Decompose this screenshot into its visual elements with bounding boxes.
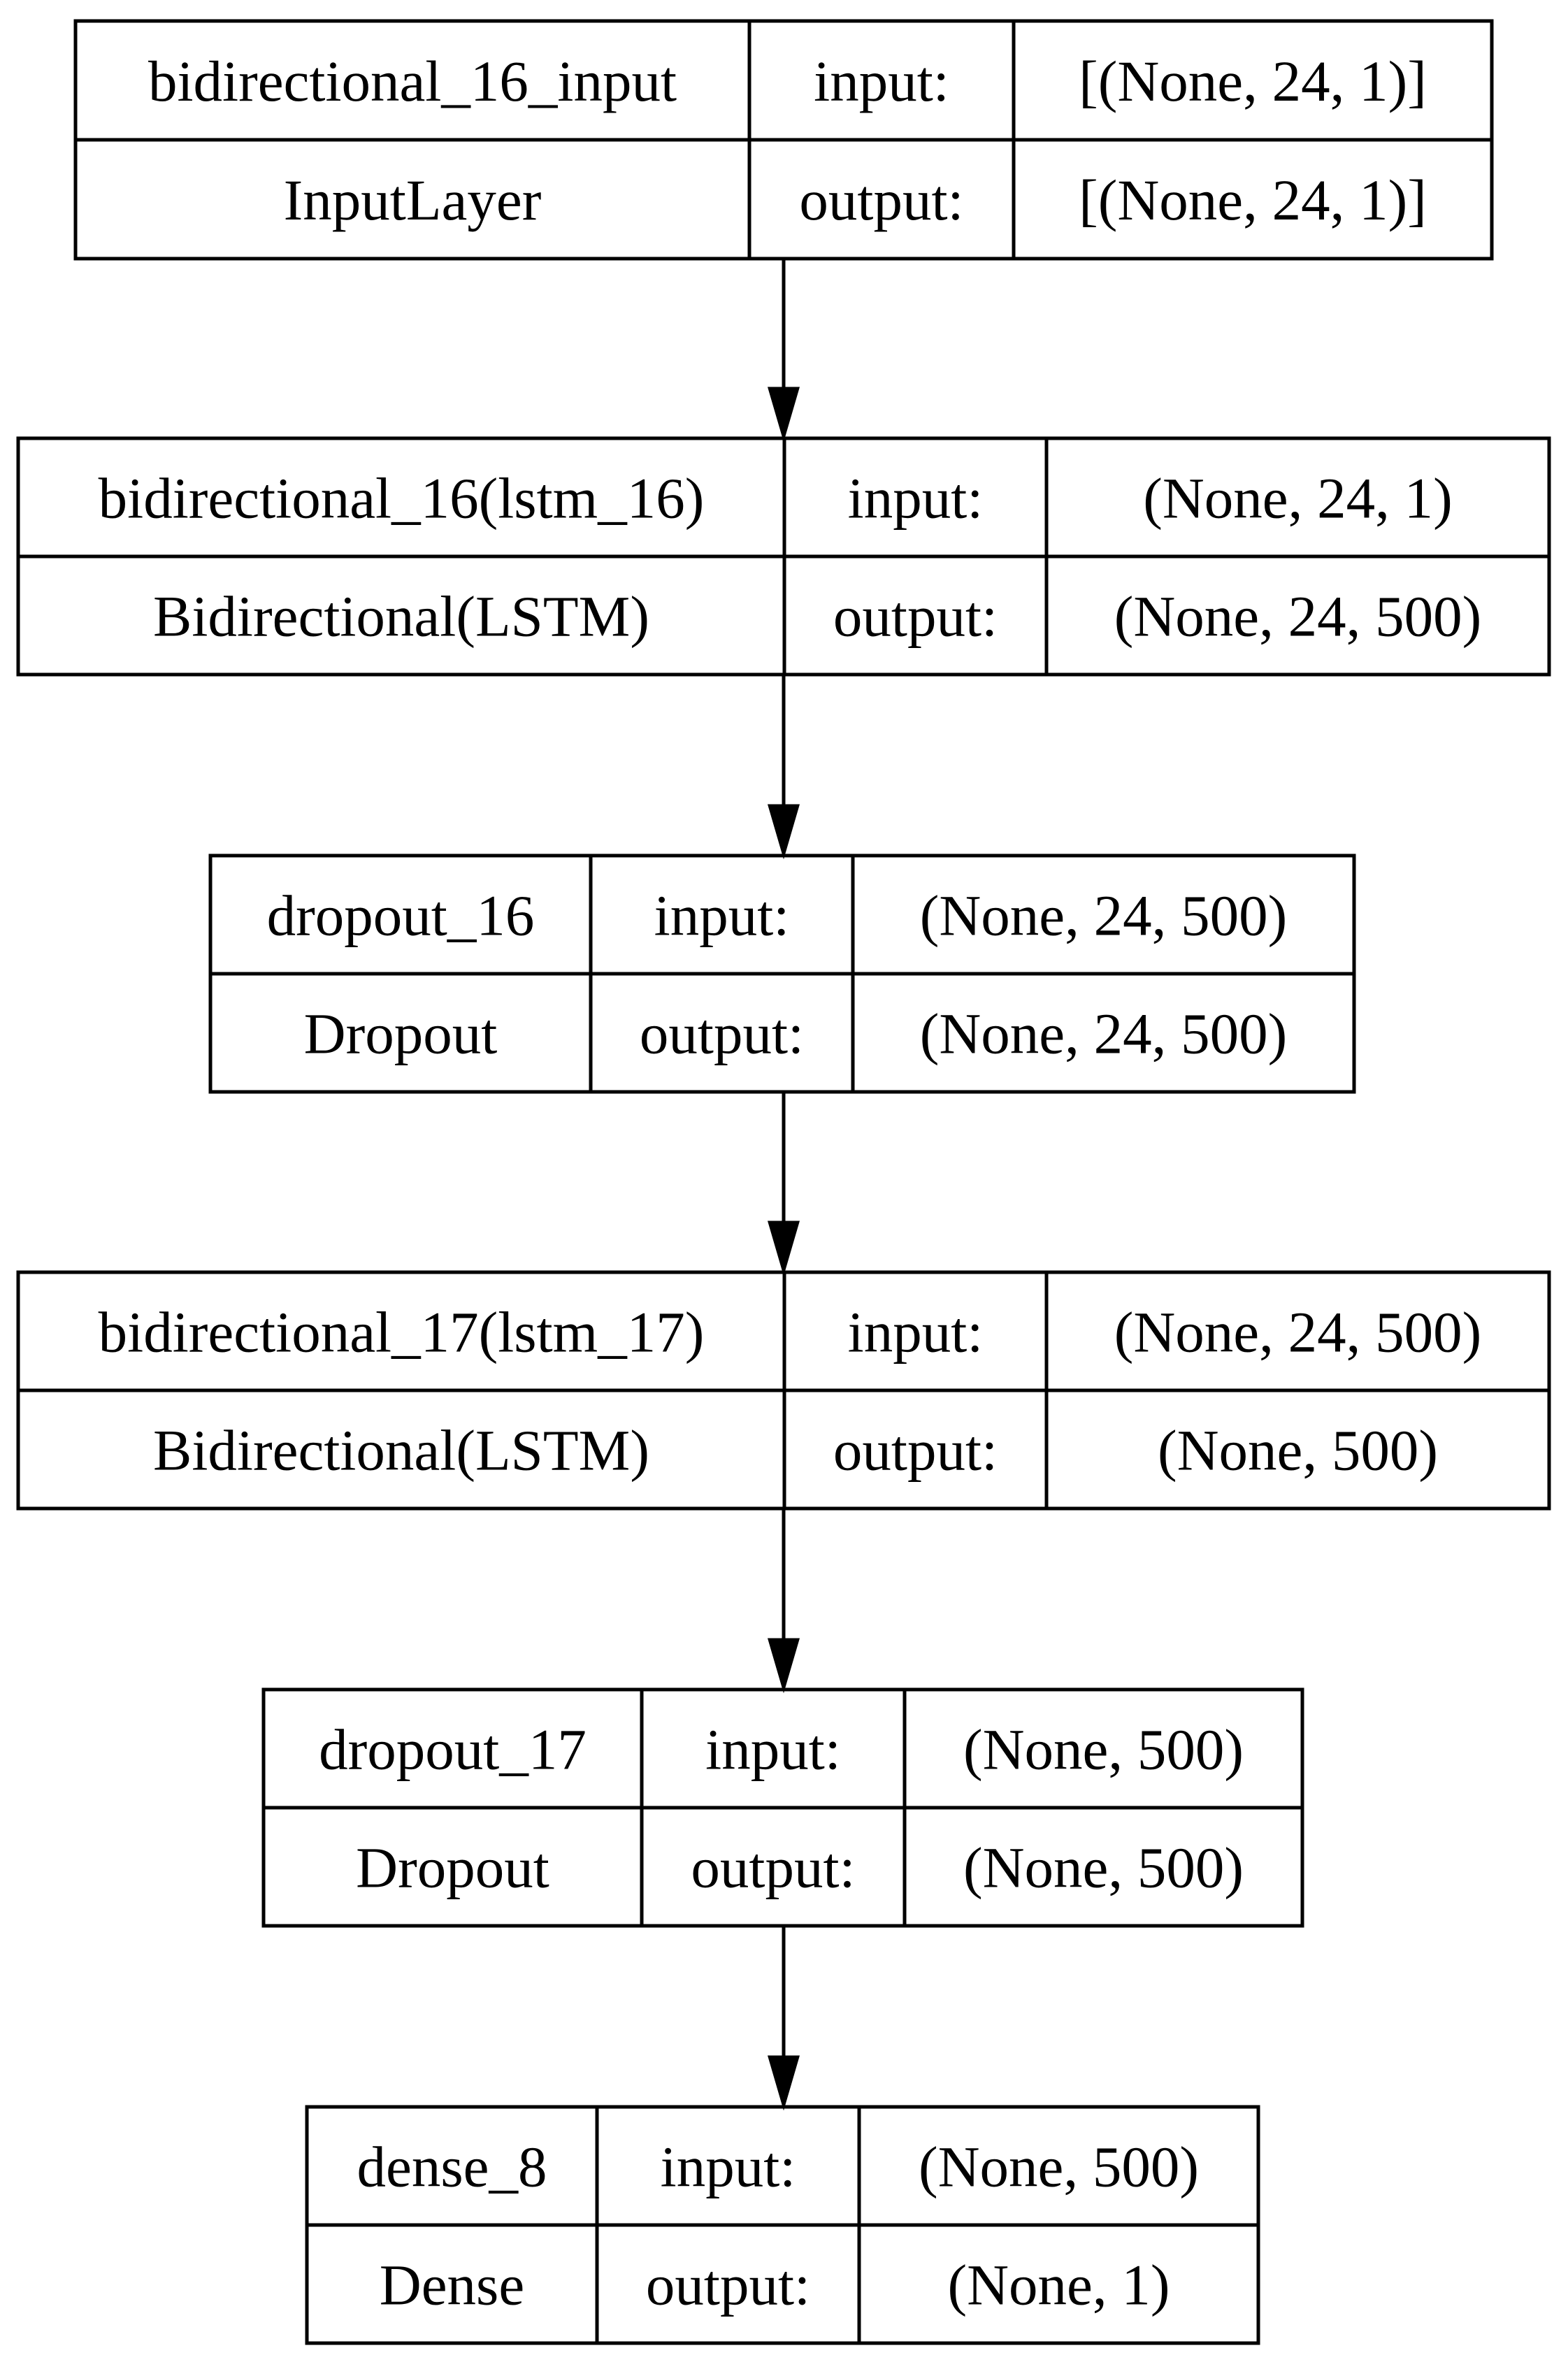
output-label: output: — [799, 168, 963, 232]
output-label: output: — [640, 1002, 804, 1066]
input-label: input: — [654, 884, 790, 948]
layer-type: Bidirectional(LSTM) — [153, 1418, 649, 1483]
output-label: output: — [833, 1418, 998, 1483]
input-label: input: — [814, 49, 949, 113]
output-shape: (None, 500) — [1158, 1418, 1438, 1483]
output-label: output: — [691, 1836, 855, 1900]
output-shape: (None, 500) — [963, 1836, 1244, 1900]
input-shape: (None, 24, 500) — [1114, 1300, 1482, 1364]
layer-type: Dropout — [304, 1002, 498, 1066]
edge-arrow — [768, 259, 800, 442]
output-shape: (None, 1) — [947, 2253, 1170, 2317]
output-shape: (None, 24, 500) — [920, 1002, 1288, 1066]
layer-name: bidirectional_17(lstm_17) — [99, 1300, 705, 1364]
output-shape: [(None, 24, 1)] — [1079, 168, 1427, 232]
input-shape: (None, 24, 500) — [920, 884, 1288, 948]
layer-type: Dropout — [356, 1836, 549, 1900]
edge-arrow — [768, 1508, 800, 1694]
input-shape: [(None, 24, 1)] — [1079, 49, 1427, 113]
arrowhead — [768, 387, 800, 442]
layer-name: dropout_17 — [319, 1718, 587, 1782]
arrowhead — [768, 804, 800, 860]
output-shape: (None, 24, 500) — [1114, 584, 1482, 649]
layer-type: InputLayer — [284, 168, 542, 232]
arrowhead — [768, 2055, 800, 2111]
layer-name: bidirectional_16_input — [148, 49, 677, 113]
layer-type: Dense — [380, 2253, 524, 2317]
input-shape: (None, 24, 1) — [1143, 466, 1453, 531]
arrowhead — [768, 1220, 800, 1276]
output-label: output: — [646, 2253, 810, 2317]
input-label: input: — [848, 1300, 984, 1364]
edge-arrow — [768, 1092, 800, 1276]
edge-arrow — [768, 675, 800, 860]
input-label: input: — [848, 466, 984, 531]
edge-arrow — [768, 1926, 800, 2111]
layer-name: dropout_16 — [267, 884, 535, 948]
layer-name: dense_8 — [357, 2135, 547, 2199]
input-label: input: — [661, 2135, 796, 2199]
layer-type: Bidirectional(LSTM) — [153, 584, 649, 649]
output-label: output: — [833, 584, 998, 649]
edges-group — [768, 259, 800, 2111]
input-label: input: — [705, 1718, 841, 1782]
input-shape: (None, 500) — [919, 2135, 1199, 2199]
layer-node: bidirectional_17(lstm_17) Bidirectional(L… — [16, 1270, 1551, 1511]
arrowhead — [768, 1638, 800, 1694]
input-shape: (None, 500) — [963, 1718, 1244, 1782]
layer-node: bidirectional_16(lstm_16) Bidirectional(L… — [16, 436, 1551, 677]
layer-name: bidirectional_16(lstm_16) — [99, 466, 705, 531]
